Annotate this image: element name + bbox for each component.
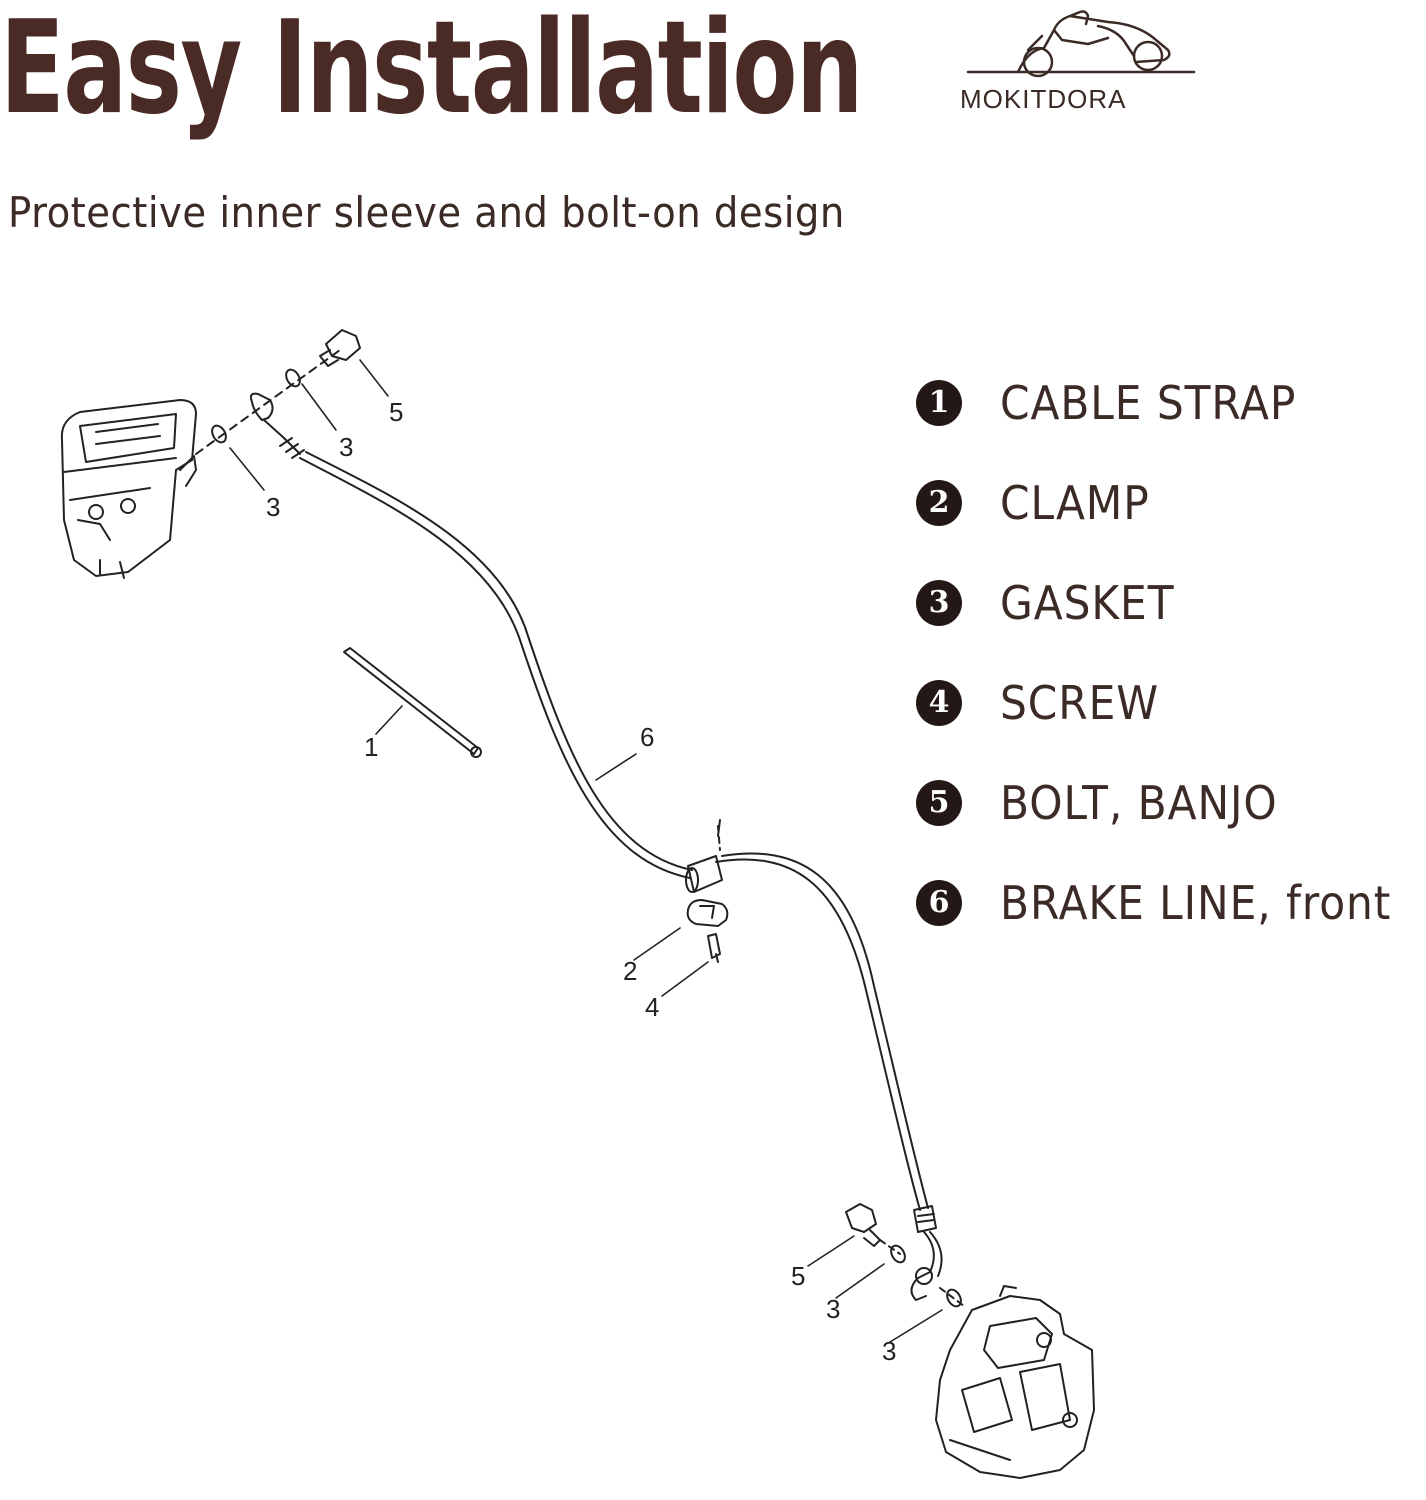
legend-number-badge: 4 xyxy=(916,680,962,726)
master-cylinder-drawing xyxy=(60,399,197,579)
legend-item: 3 GASKET xyxy=(916,576,1190,630)
callout-gasket-bottom-2: 3 xyxy=(882,1336,896,1366)
callout-strap: 1 xyxy=(364,732,378,762)
banjo-bolt-top-drawing xyxy=(319,329,361,367)
brand-name: MOKITDORA xyxy=(960,84,1127,114)
legend-label: GASKET xyxy=(1000,576,1175,630)
callout-gasket-top-1: 3 xyxy=(339,432,353,462)
legend-number-badge: 5 xyxy=(916,780,962,826)
legend-label: BOLT, BANJO xyxy=(1000,776,1278,830)
callout-line: 6 xyxy=(640,722,654,752)
legend-number-badge: 3 xyxy=(916,580,962,626)
callout-bolt-bottom: 5 xyxy=(791,1261,805,1291)
parts-diagram: 5 3 3 1 6 2 4 5 3 3 xyxy=(60,329,1095,1479)
callout-gasket-bottom-1: 3 xyxy=(826,1294,840,1324)
legend-label: CABLE STRAP xyxy=(1000,376,1297,430)
motorcycle-icon xyxy=(966,10,1196,78)
callout-screw: 4 xyxy=(645,992,659,1022)
legend-item: 2 CLAMP xyxy=(916,476,1163,530)
legend-item: 1 CABLE STRAP xyxy=(916,376,1322,430)
legend-item: 4 SCREW xyxy=(916,676,1173,730)
subtitle: Protective inner sleeve and bolt-on desi… xyxy=(8,188,845,237)
callout-bolt-top: 5 xyxy=(389,397,403,427)
legend-item: 5 BOLT, BANJO xyxy=(916,776,1302,830)
page-title: Easy Installation xyxy=(0,0,863,143)
legend-label: SCREW xyxy=(1000,676,1160,730)
callout-gasket-top-2: 3 xyxy=(266,492,280,522)
legend-number-badge: 2 xyxy=(916,480,962,526)
legend-number-badge: 6 xyxy=(916,880,962,926)
callout-clamp: 2 xyxy=(623,956,637,986)
legend-label: BRAKE LINE, front xyxy=(1000,876,1392,930)
legend-number-badge: 1 xyxy=(916,380,962,426)
brake-caliper-drawing xyxy=(935,1285,1095,1479)
legend-label: CLAMP xyxy=(1000,476,1150,530)
legend-item: 6 BRAKE LINE, front xyxy=(916,876,1425,930)
